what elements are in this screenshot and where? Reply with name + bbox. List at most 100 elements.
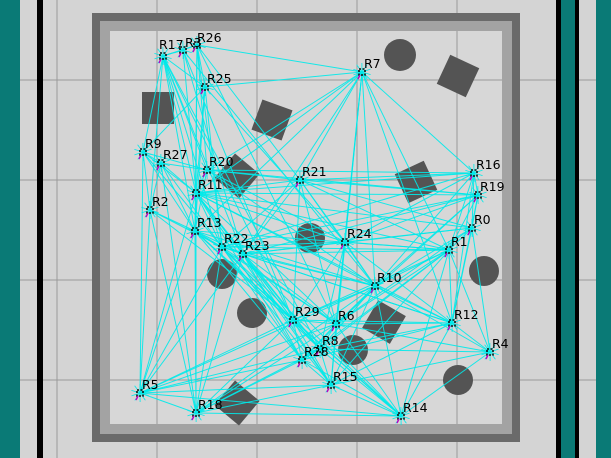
comm-link [195, 192, 473, 229]
robot-accent [202, 172, 206, 178]
robot-r14[interactable]: R14 [392, 400, 428, 426]
sensor-ray [299, 176, 309, 181]
comm-link [299, 179, 473, 229]
robot-r6[interactable]: R6 [327, 308, 355, 334]
robot-r24[interactable]: R24 [336, 226, 372, 252]
robot-r20[interactable]: R20 [198, 154, 234, 180]
robot-r12[interactable]: R12 [443, 307, 479, 333]
robot-r28[interactable]: R28 [293, 344, 329, 370]
comm-link [330, 249, 450, 386]
comm-link [142, 151, 196, 232]
sensor-ray [134, 148, 144, 153]
robot-accent [473, 197, 477, 203]
robot-marker [136, 389, 144, 397]
robot-r19[interactable]: R19 [469, 179, 505, 205]
robot-r21[interactable]: R21 [291, 164, 327, 190]
robot-r23[interactable]: R23 [234, 238, 270, 264]
comm-link [182, 49, 244, 255]
robot-r8[interactable]: R8 [311, 333, 339, 359]
robot-r11[interactable]: R11 [187, 177, 223, 203]
robot-r0[interactable]: R0 [463, 212, 491, 238]
sensor-ray [327, 320, 337, 325]
robot-r27[interactable]: R27 [152, 147, 188, 173]
robot-r16[interactable]: R16 [465, 157, 501, 183]
robot-r4[interactable]: R4 [481, 336, 509, 362]
robot-r29[interactable]: R29 [284, 304, 320, 330]
comm-link [374, 285, 453, 324]
robot-r9[interactable]: R9 [134, 136, 162, 162]
robot-label: R29 [295, 304, 320, 319]
comm-link [400, 322, 453, 417]
sensor-ray [234, 250, 244, 255]
obstacles [142, 39, 499, 426]
left-border-teal [0, 0, 20, 458]
robot-accent [192, 47, 196, 53]
comm-link [196, 44, 363, 73]
comm-link [335, 323, 402, 417]
robot-r7[interactable]: R7 [353, 56, 381, 82]
sensor-ray [131, 389, 141, 394]
comm-link [400, 351, 491, 417]
comm-link [204, 71, 363, 88]
comm-link [319, 348, 332, 386]
comm-link [242, 253, 402, 417]
comm-link [299, 71, 363, 181]
sensor-ray [301, 359, 311, 364]
robot-r5[interactable]: R5 [131, 377, 159, 403]
comm-link [139, 392, 402, 417]
comm-link [182, 49, 294, 321]
comm-link [195, 192, 450, 251]
robot-label: R21 [302, 164, 327, 179]
robot-r18[interactable]: R18 [187, 397, 223, 423]
sensor-ray [473, 165, 480, 174]
robot-marker [448, 319, 456, 327]
sensor-ray [489, 351, 499, 356]
robot-label: R5 [142, 377, 159, 392]
robot-label: R9 [145, 136, 162, 151]
robot-r13[interactable]: R13 [186, 215, 222, 241]
robot-marker [218, 243, 226, 251]
robot-r3[interactable]: R3 [174, 35, 202, 60]
sensor-ray [195, 405, 202, 414]
robot-accent [217, 249, 221, 255]
robot-marker [332, 320, 340, 328]
sensor-ray [330, 377, 337, 386]
robot-r22[interactable]: R22 [213, 231, 249, 257]
sensor-ray [198, 166, 208, 171]
robot-marker [191, 227, 199, 235]
robot-label: R25 [207, 71, 232, 86]
sensor-ray [477, 187, 484, 196]
sensor-ray [198, 169, 208, 174]
sensor-ray [242, 253, 252, 258]
cylinder-obstacle [207, 259, 237, 289]
comm-link [160, 162, 223, 248]
right-border-black-1 [556, 0, 561, 458]
robot-r10[interactable]: R10 [366, 270, 402, 296]
sensor-ray [374, 278, 381, 287]
sensor-ray [463, 224, 473, 229]
sensor-ray [188, 41, 198, 46]
robot-label: R19 [480, 179, 505, 194]
robot-label: R1 [451, 234, 468, 249]
robot-r2[interactable]: R2 [141, 194, 169, 220]
sensor-ray [327, 323, 337, 328]
comm-link [330, 351, 491, 386]
robot-r26[interactable]: R26 [188, 30, 222, 55]
robot-accent [315, 351, 319, 357]
sensor-ray [242, 246, 249, 255]
comm-link [195, 179, 301, 194]
robot-r15[interactable]: R15 [322, 369, 358, 395]
sensor-ray [154, 55, 164, 60]
robot-marker [316, 345, 324, 353]
sensor-ray [361, 71, 371, 76]
comm-link [139, 392, 197, 414]
comm-link [139, 246, 223, 394]
comm-link [195, 285, 376, 414]
sensor-ray [344, 238, 354, 243]
sensor-ray [400, 408, 407, 417]
robot-r1[interactable]: R1 [440, 234, 468, 260]
sensor-ray [443, 319, 453, 324]
sensor-ray [152, 162, 162, 167]
robot-r25[interactable]: R25 [196, 71, 232, 97]
robot-marker [397, 412, 405, 420]
